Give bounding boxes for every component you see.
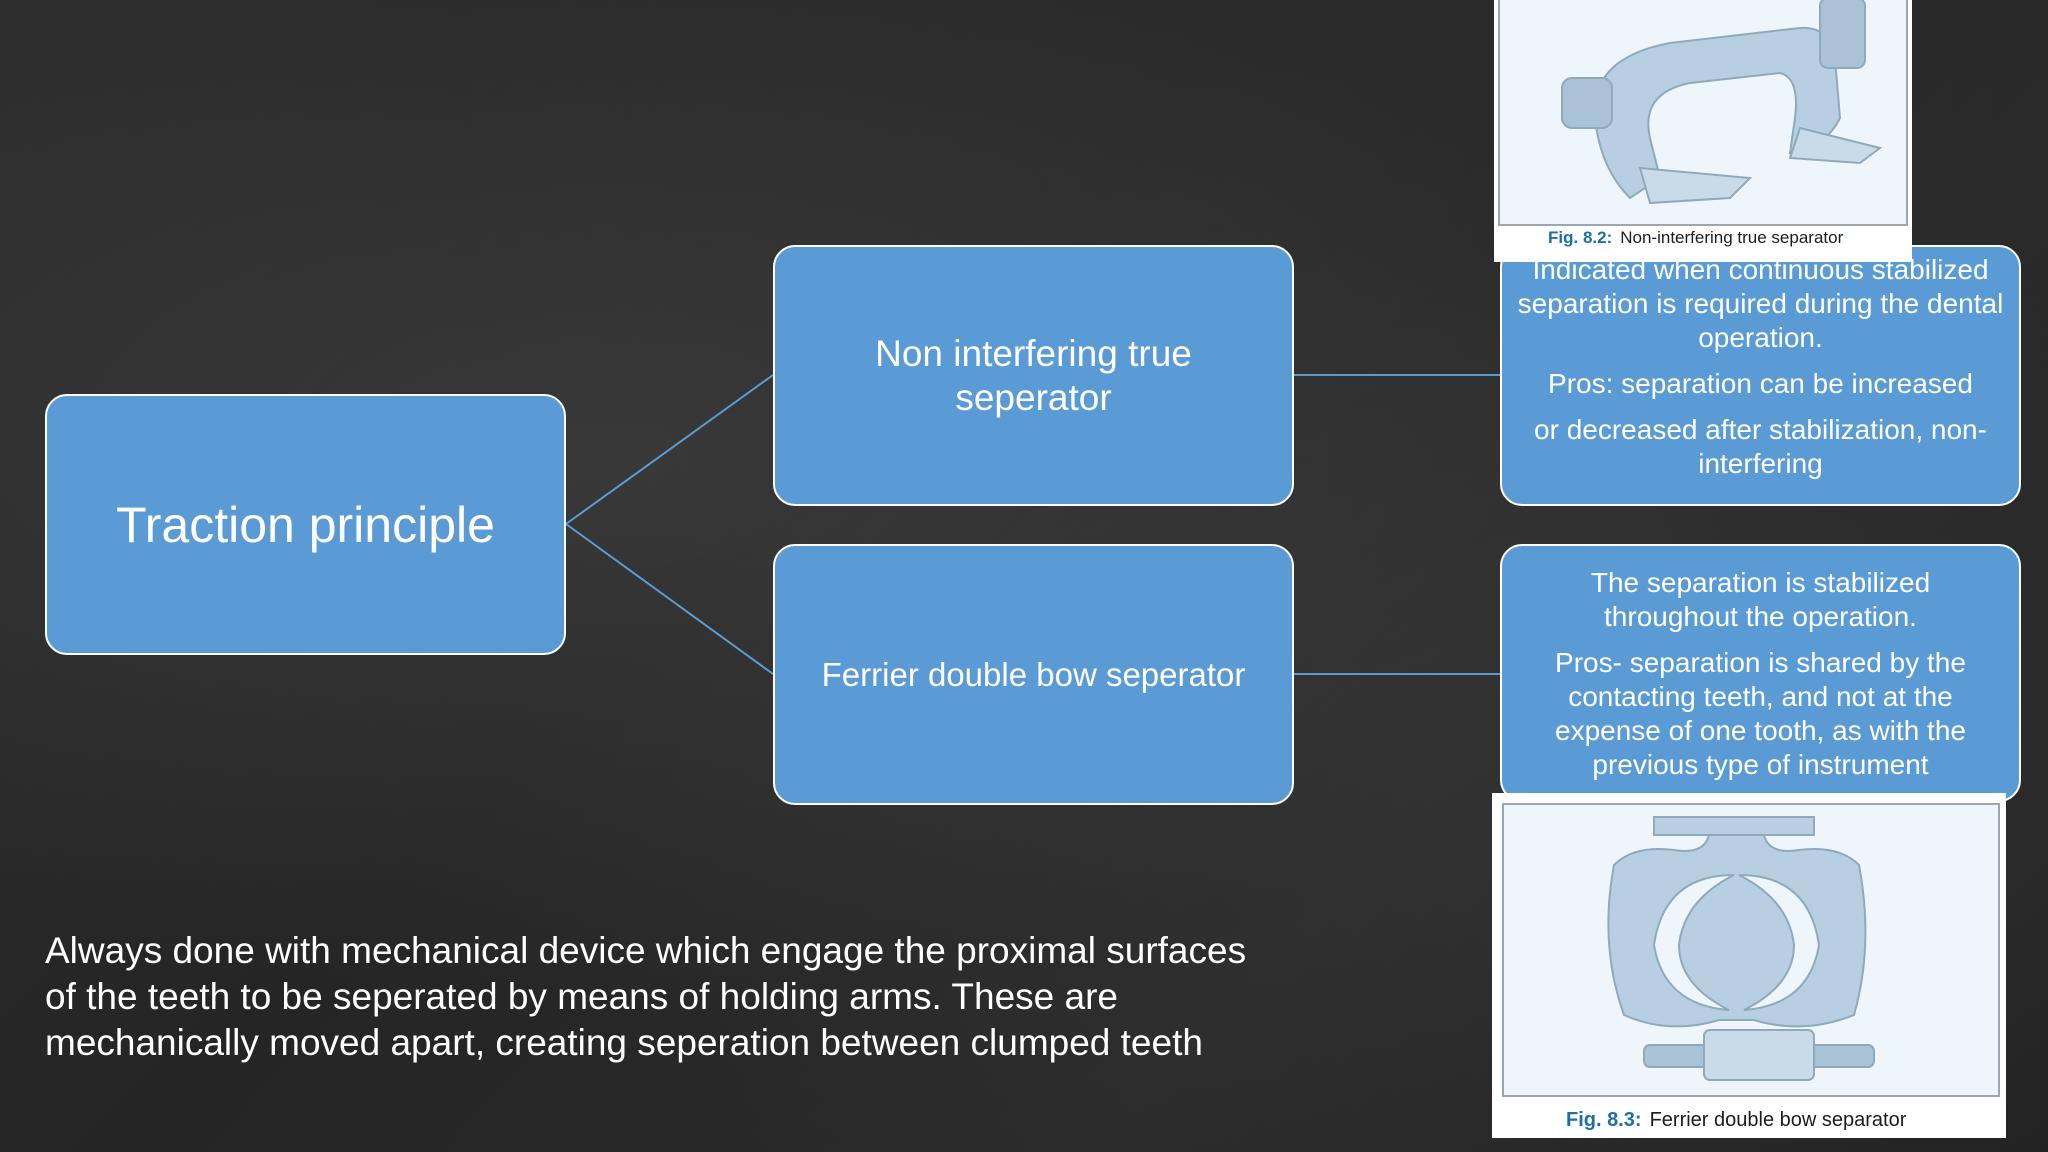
connector-root-child2 (565, 523, 774, 675)
root-node: Traction principle (45, 394, 566, 655)
figure-caption-text: Non-interfering true separator (1620, 228, 1844, 247)
figure-number: Fig. 8.2: (1548, 228, 1613, 247)
figure-caption-text: Ferrier double bow separator (1649, 1109, 1907, 1131)
detail-node-ferrier: The separation is stabilized throughout … (1500, 544, 2021, 802)
figure-image-frame (1498, 0, 1908, 226)
figure-number: Fig. 8.3: (1566, 1109, 1642, 1131)
detail-text: Indicated when continuous stabilized sep… (1517, 254, 2004, 353)
figure-caption: Fig. 8.2: Non-interfering true separator (1548, 228, 1843, 248)
detail-text: or decreased after stabilization, non-in… (1534, 414, 1987, 479)
detail-text: Pros: separation can be increased (1548, 368, 1973, 399)
child-node-ferrier: Ferrier double bow seperator (773, 544, 1294, 805)
root-node-label: Traction principle (116, 496, 495, 553)
child-node-label: Non interfering true seperator (875, 332, 1192, 418)
figure-ferrier-separator: Fig. 8.3: Ferrier double bow separator (1492, 793, 2006, 1138)
figure-non-interfering-separator: Fig. 8.2: Non-interfering true separator (1494, 0, 1912, 262)
detail-text: The separation is stabilized throughout … (1590, 567, 1931, 632)
child-node-non-interfering: Non interfering true seperator (773, 245, 1294, 506)
separator-illustration (1607, 816, 1875, 1081)
child-node-label: Ferrier double bow seperator (821, 655, 1246, 693)
separator-illustration (1561, 0, 1883, 205)
figure-caption: Fig. 8.3: Ferrier double bow separator (1566, 1109, 1906, 1132)
body-paragraph: Always done with mechanical device which… (45, 930, 1247, 1063)
detail-node-non-interfering: Indicated when continuous stabilized sep… (1500, 245, 2021, 506)
connector-root-child1 (565, 374, 774, 525)
figure-image-frame (1502, 803, 2000, 1097)
detail-text: Pros- separation is shared by the contac… (1555, 647, 1966, 780)
